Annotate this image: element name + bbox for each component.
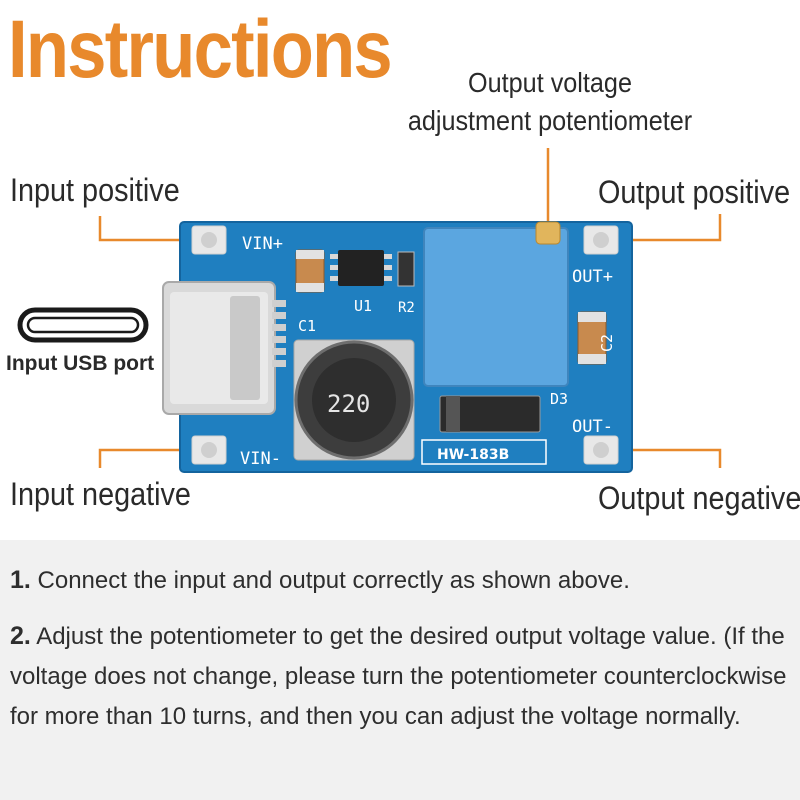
leader-input-negative bbox=[98, 448, 190, 468]
potentiometer-label-line2: adjustment potentiometer bbox=[407, 105, 693, 136]
step-1: 1. Connect the input and output correctl… bbox=[10, 560, 800, 601]
input-usb-port-label: Input USB port bbox=[6, 352, 155, 375]
usb-c-icon bbox=[17, 307, 149, 343]
silk-r2: R2 bbox=[398, 300, 415, 316]
potentiometer-label: Output voltage adjustment potentiometer bbox=[397, 64, 703, 140]
board-model: HW-183B bbox=[437, 447, 509, 463]
silk-c2: C2 bbox=[598, 334, 616, 352]
leader-input-positive bbox=[98, 216, 190, 242]
step-1-text: Connect the input and output correctly a… bbox=[37, 567, 630, 594]
inductor-marking: 220 bbox=[327, 390, 370, 418]
output-negative-label: Output negative bbox=[598, 480, 800, 516]
ic-u1 bbox=[338, 250, 384, 286]
potentiometer bbox=[423, 227, 569, 387]
step-2-number: 2. bbox=[10, 622, 31, 650]
silk-c1: C1 bbox=[298, 317, 316, 335]
step-2: 2. Adjust the potentiometer to get the d… bbox=[10, 616, 800, 737]
silk-out-minus: OUT- bbox=[572, 417, 613, 437]
instructions-panel: 1. Connect the input and output correctl… bbox=[0, 540, 800, 800]
board-diagram: VIN+ VIN- OUT+ OUT- C1 C2 U1 R2 D3 220 H… bbox=[17, 148, 722, 473]
potentiometer-label-line1: Output voltage bbox=[468, 67, 632, 98]
step-1-number: 1. bbox=[10, 566, 31, 594]
leader-output-negative bbox=[625, 448, 722, 468]
corner-pads bbox=[191, 225, 619, 465]
step-2-text: Adjust the potentiometer to get the desi… bbox=[10, 623, 787, 730]
silk-out-plus: OUT+ bbox=[572, 267, 613, 287]
silk-u1: U1 bbox=[354, 297, 372, 315]
silk-d3: D3 bbox=[550, 390, 568, 408]
diode-d3 bbox=[439, 395, 541, 433]
silk-vin-plus: VIN+ bbox=[242, 234, 283, 254]
leader-lines bbox=[98, 148, 722, 468]
output-positive-label: Output positive bbox=[598, 174, 791, 210]
input-negative-label: Input negative bbox=[10, 476, 191, 512]
input-positive-label: Input positive bbox=[10, 172, 180, 208]
leader-output-positive bbox=[625, 214, 722, 242]
resistor-r2 bbox=[397, 251, 415, 287]
potentiometer-screw bbox=[535, 221, 561, 245]
page-title: Instructions bbox=[8, 4, 393, 95]
silk-vin-minus: VIN- bbox=[240, 449, 281, 469]
